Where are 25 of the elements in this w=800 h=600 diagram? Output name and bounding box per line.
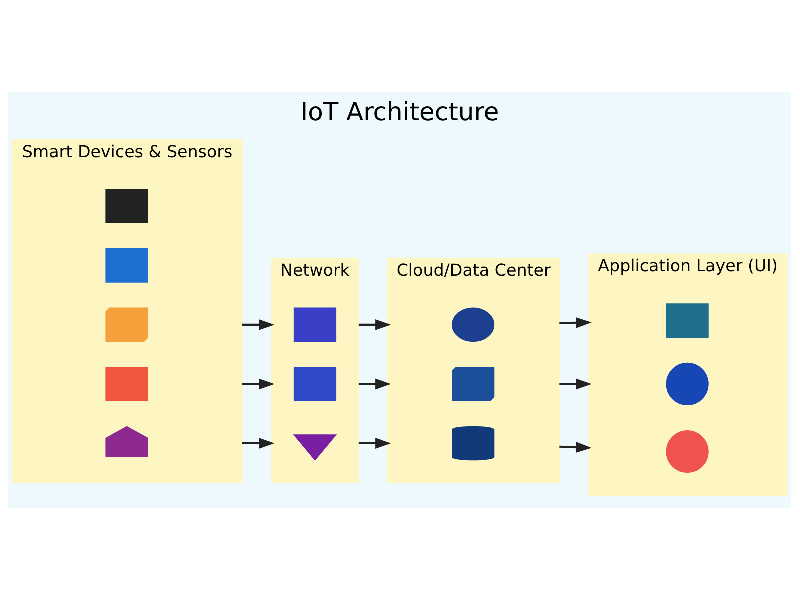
node-kit <box>106 248 148 283</box>
arrow <box>242 378 275 390</box>
cluster: Application Layer (UI) <box>588 254 788 496</box>
node-house <box>106 426 148 458</box>
cluster: Smart Devices & Sensors <box>12 139 243 484</box>
node-bars <box>294 308 337 342</box>
node-car <box>106 367 148 402</box>
cluster: Network <box>271 258 360 484</box>
node-cloud <box>452 308 495 342</box>
cluster: Cloud/Data Center <box>388 258 560 484</box>
node-phone <box>106 189 148 224</box>
arrow <box>358 438 392 449</box>
node-wifi <box>293 434 338 461</box>
arrow <box>560 442 592 453</box>
arrow <box>560 378 592 390</box>
diagram-title: IoT Architecture <box>300 97 500 126</box>
node-pie <box>666 430 709 474</box>
node-phone <box>294 367 337 402</box>
arrow <box>358 319 392 330</box>
node-pie <box>666 362 709 406</box>
arrow <box>560 318 592 328</box>
node-chart <box>666 304 709 338</box>
arrow <box>242 319 275 330</box>
arrow <box>242 438 275 449</box>
arrow <box>358 378 392 390</box>
